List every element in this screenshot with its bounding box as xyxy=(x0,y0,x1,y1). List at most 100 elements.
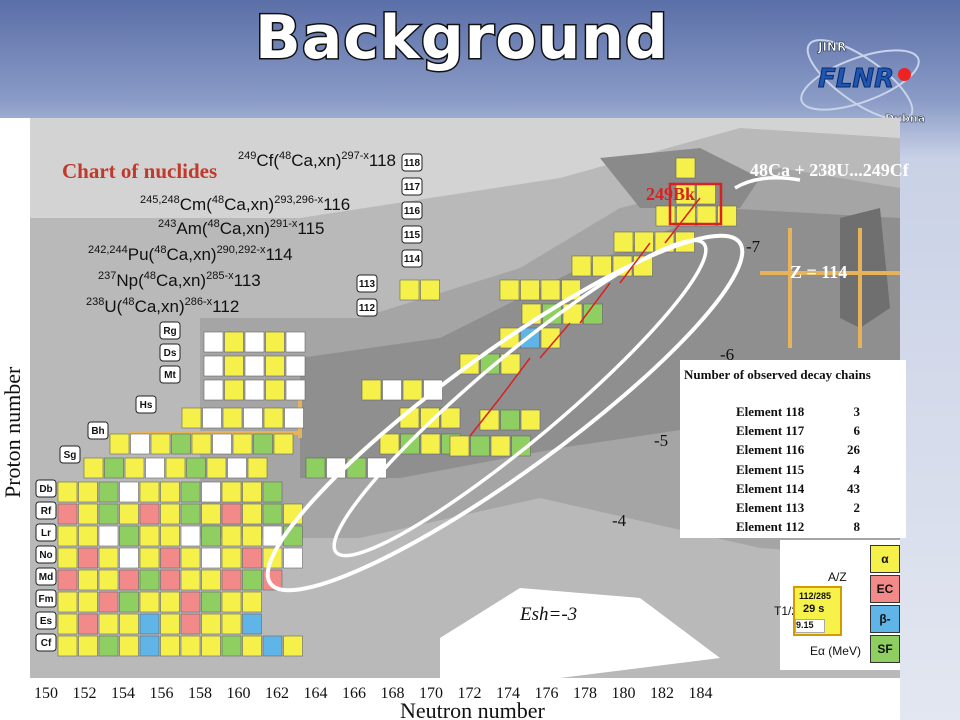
nuclide-cell xyxy=(57,569,78,591)
svg-text:Mt: Mt xyxy=(164,370,176,381)
nuclide-cell xyxy=(520,279,540,301)
nuclide-cell xyxy=(165,457,186,479)
element-label-box: Ds xyxy=(159,343,181,362)
decay-row-element: Element 115 xyxy=(736,461,805,477)
nuclide-cell xyxy=(540,327,561,349)
nuclide-cell xyxy=(98,525,119,547)
nuclide-cell xyxy=(119,481,139,503)
nuclide-cell xyxy=(224,379,244,401)
nuclide-cell xyxy=(160,481,180,503)
nuclide-cell xyxy=(57,481,78,503)
x-axis-title: Neutron number xyxy=(400,698,545,720)
contour-label-7: -7 xyxy=(746,237,761,256)
reaction-formula: 238U(48Ca,xn)286-x112 xyxy=(86,296,239,316)
nuclide-cell xyxy=(253,433,273,455)
nuclide-cell xyxy=(222,407,243,429)
svg-text:Sg: Sg xyxy=(64,450,77,461)
nuclide-cell xyxy=(221,503,242,525)
svg-text:Bh: Bh xyxy=(91,426,104,437)
nuclide-cell xyxy=(78,481,98,503)
nuclide-cell xyxy=(500,353,521,375)
nuclide-cell xyxy=(212,433,232,455)
element-label-box: Md xyxy=(35,567,57,586)
nuclide-cell xyxy=(540,279,561,301)
nuclide-cell xyxy=(232,433,253,455)
nuclide-cell xyxy=(119,591,139,613)
contour-region-7 xyxy=(840,208,890,328)
nuclide-cell xyxy=(221,481,242,503)
nuclide-cell xyxy=(78,613,98,635)
nuclide-cell xyxy=(124,457,145,479)
nuclide-cell xyxy=(171,433,191,455)
nuclide-cell xyxy=(402,379,423,401)
nuclide-cell xyxy=(420,279,440,301)
nuclide-cell xyxy=(592,255,612,277)
svg-text:Rg: Rg xyxy=(163,326,176,337)
nuclide-cell xyxy=(202,407,222,429)
nuclide-cell xyxy=(57,547,78,569)
nuclide-cell xyxy=(221,547,242,569)
nuclide-cell xyxy=(119,503,139,525)
element-label-box: 112 xyxy=(356,298,378,317)
nuclide-cell xyxy=(160,569,180,591)
nuclide-cell xyxy=(57,503,78,525)
nuclide-cell xyxy=(242,613,262,635)
nuclide-cell xyxy=(160,591,180,613)
logo-red-dot-icon xyxy=(898,68,911,81)
element-label-box: No xyxy=(35,545,57,564)
nuclide-cell xyxy=(520,409,541,431)
legend-az-label: A/Z xyxy=(828,570,847,584)
decay-row-count: 2 xyxy=(853,500,861,515)
nuclide-cell xyxy=(420,433,441,455)
svg-text:Fm: Fm xyxy=(39,594,54,605)
decay-table-row: Element 115 4 xyxy=(736,462,866,481)
nuclide-cell xyxy=(180,547,201,569)
decay-mode-swatch: α xyxy=(870,545,900,573)
svg-text:Es: Es xyxy=(40,616,53,627)
nuclide-cell xyxy=(78,547,98,569)
nuclide-cell xyxy=(500,409,520,431)
nuclide-cell xyxy=(449,435,470,457)
decay-row-element: Element 118 xyxy=(736,404,805,419)
nuclide-cell xyxy=(479,409,500,431)
nuclide-cell xyxy=(160,525,180,547)
nuclide-cell xyxy=(490,435,511,457)
x-tick-label: 152 xyxy=(73,685,97,702)
decay-mode-swatch: SF xyxy=(870,635,900,663)
nuclide-cell xyxy=(57,591,78,613)
decay-row-count: 4 xyxy=(853,461,861,477)
decay-row-element: Element 113 xyxy=(736,500,805,515)
svg-text:116: 116 xyxy=(404,206,421,217)
element-label-box: 118 xyxy=(401,153,423,172)
contour-label-4: -4 xyxy=(612,511,627,530)
reaction-formula: 237Np(48Ca,xn)285-x113 xyxy=(98,270,261,290)
legend-ealpha-label: Eα (MeV) xyxy=(810,644,861,658)
shell-label: Z = 114 xyxy=(790,262,847,282)
nuclide-cell xyxy=(180,481,201,503)
reaction-formula: 242,244Pu(48Ca,xn)290,292-x114 xyxy=(88,244,293,264)
legend-sample-nuclide: 112/285 xyxy=(799,591,832,601)
nuclide-cell xyxy=(160,503,180,525)
nuclide-cell xyxy=(675,157,696,179)
bottom-margin xyxy=(0,678,900,720)
nuclide-cell xyxy=(98,503,119,525)
nuclide-cell xyxy=(242,635,262,657)
x-tick-label: 172 xyxy=(458,685,482,702)
nuclide-cell xyxy=(203,355,224,377)
nuclide-cell xyxy=(242,591,262,613)
x-tick-label: 182 xyxy=(650,685,674,702)
nuclide-cell xyxy=(180,613,201,635)
nuclide-cell xyxy=(57,635,78,657)
element-label-box: Mt xyxy=(159,365,181,384)
guide-lines xyxy=(130,228,900,438)
nuclide-cell xyxy=(139,635,160,657)
decay-row-element: Element 117 xyxy=(736,423,805,439)
nuclide-cell xyxy=(186,457,206,479)
svg-text:Ds: Ds xyxy=(164,348,177,359)
nuclide-cell xyxy=(57,613,78,635)
slide-title: Background xyxy=(254,3,670,73)
element-label-box: Es xyxy=(35,611,57,630)
element-label-box: 114 xyxy=(401,249,423,268)
element-label-box: 117 xyxy=(401,177,423,196)
